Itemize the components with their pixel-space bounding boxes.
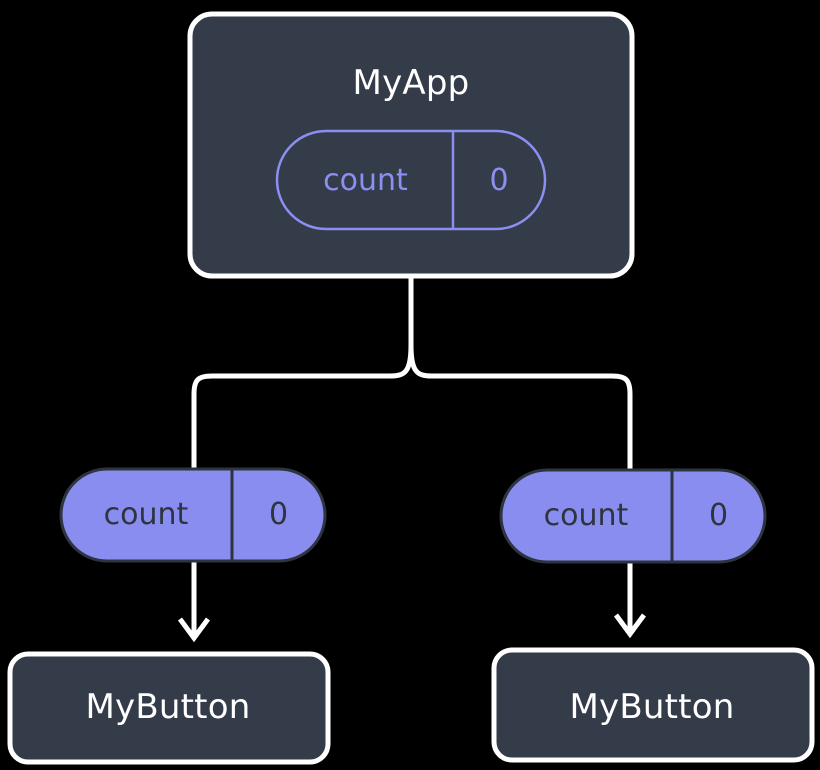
state-pill-right[interactable] (499, 468, 767, 564)
node-mybutton-right[interactable] (491, 647, 815, 763)
state-pill-root-outline[interactable] (275, 129, 547, 231)
arrow-head-left-icon (177, 617, 211, 643)
edge-fork-left (191, 342, 414, 473)
node-mybutton-left-box[interactable] (7, 651, 331, 765)
state-pill-root[interactable] (275, 129, 547, 231)
state-pill-right-body[interactable] (499, 468, 767, 564)
node-myapp[interactable] (187, 11, 635, 279)
node-myapp-box[interactable] (187, 11, 635, 279)
node-mybutton-left[interactable] (7, 651, 331, 765)
node-mybutton-right-box[interactable] (491, 647, 815, 763)
state-pill-left[interactable] (59, 467, 327, 563)
state-pill-left-body[interactable] (59, 467, 327, 563)
edges-group (177, 277, 647, 643)
arrow-head-right-icon (613, 613, 647, 639)
edge-fork-right (408, 342, 633, 473)
